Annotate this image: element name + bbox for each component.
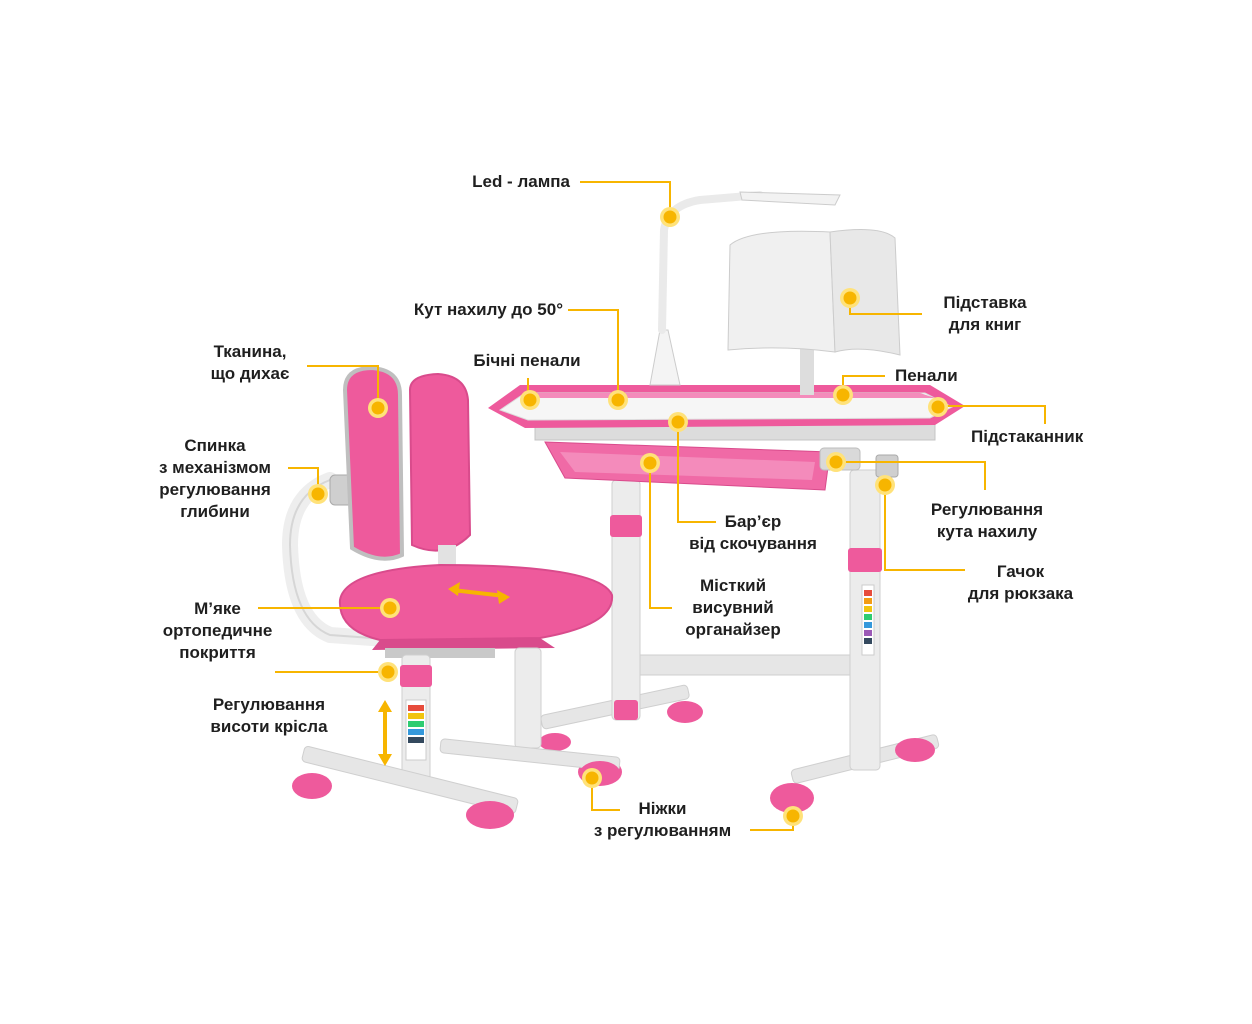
callout-dot bbox=[380, 598, 400, 618]
label-book-stand: Підставка для книг bbox=[943, 293, 1027, 334]
label-breathable-fabric: Тканина, що дихає bbox=[210, 342, 290, 383]
callout-dot bbox=[668, 412, 688, 432]
label-side-pencil-cases: Бічні пенали bbox=[473, 351, 581, 370]
label-anti-roll-barrier: Бар’єр від скочування bbox=[689, 512, 817, 553]
label-backpack-hook: Гачок для рюкзака bbox=[967, 562, 1074, 603]
label-tilt-angle: Кут нахилу до 50° bbox=[413, 300, 563, 319]
label-organizer: Місткий висувний органайзер bbox=[685, 576, 781, 639]
callout-dot bbox=[875, 475, 895, 495]
label-led-lamp: Led - лампа bbox=[472, 172, 570, 191]
callout-dot bbox=[660, 207, 680, 227]
callout-dot bbox=[833, 385, 853, 405]
callout-dot bbox=[378, 662, 398, 682]
desk bbox=[488, 191, 965, 813]
callout-lines bbox=[258, 181, 1046, 831]
callout-dot bbox=[308, 484, 328, 504]
callout-dot bbox=[520, 390, 540, 410]
label-soft-coating: М’яке ортопедичне покриття bbox=[162, 599, 273, 662]
callout-dot bbox=[582, 768, 602, 788]
callout-dot bbox=[826, 452, 846, 472]
callout-dot bbox=[608, 390, 628, 410]
callout-dot bbox=[368, 398, 388, 418]
chair bbox=[281, 365, 621, 829]
label-backrest-depth: Спинка з механізмом регулювання глибини bbox=[159, 436, 271, 521]
label-tilt-adjustment: Регулювання кута нахилу bbox=[930, 500, 1044, 541]
callout-dot bbox=[840, 288, 860, 308]
callout-dot bbox=[783, 806, 803, 826]
callout-dots bbox=[308, 207, 948, 826]
callout-dot bbox=[640, 453, 660, 473]
callout-dot bbox=[928, 397, 948, 417]
label-adjustable-feet: Ніжки з регулюванням bbox=[593, 799, 732, 840]
label-pencil-cases: Пенали bbox=[895, 366, 958, 385]
label-cup-holder: Підстаканник bbox=[971, 427, 1084, 446]
label-chair-height: Регулювання висоти крісла bbox=[210, 695, 328, 736]
